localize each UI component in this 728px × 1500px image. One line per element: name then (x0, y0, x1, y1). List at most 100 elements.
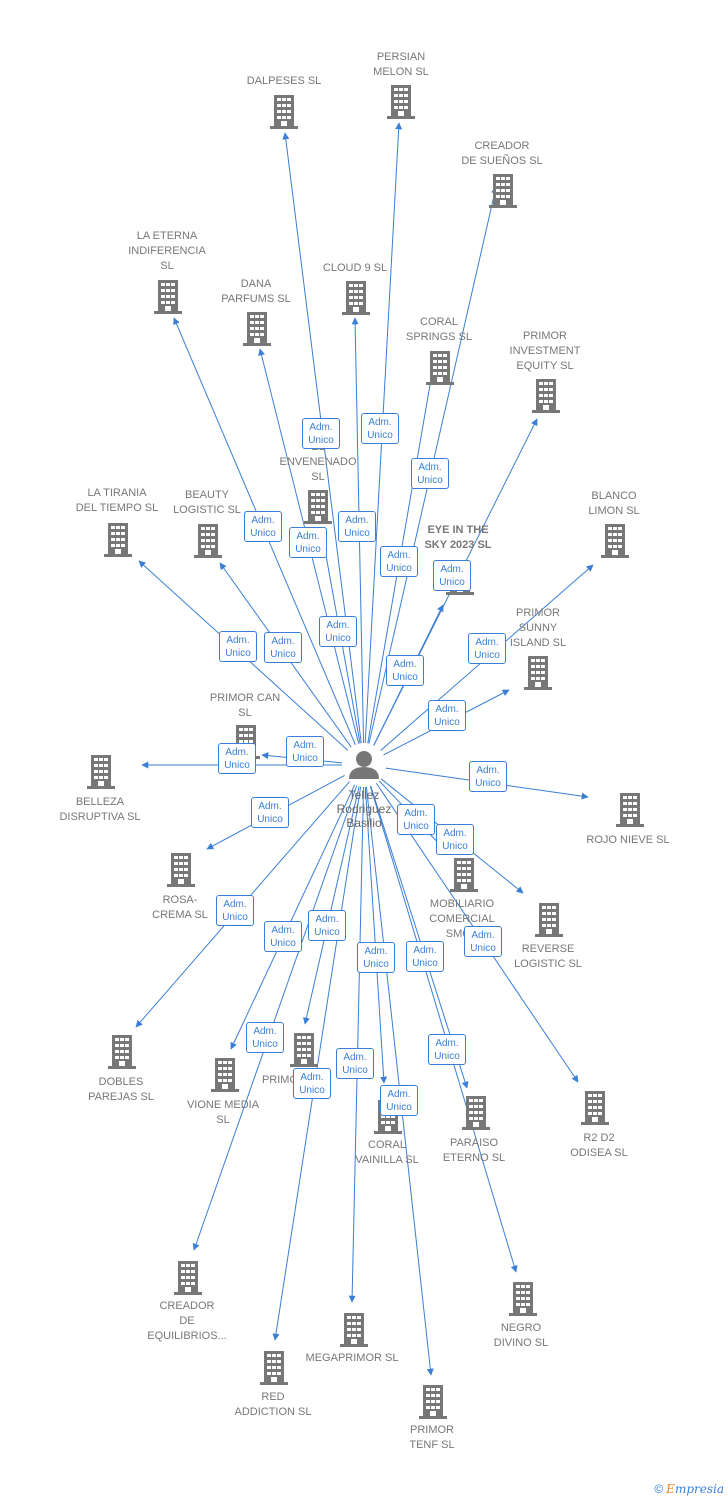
edge-role-tag[interactable]: Adm.Unico (380, 546, 418, 577)
company-label-rosa-crema[interactable]: ROSA-CREMA SL (120, 893, 240, 923)
building-icon[interactable] (509, 1282, 537, 1316)
edge-role-tag[interactable]: Adm.Unico (468, 633, 506, 664)
edge-role-tag[interactable]: Adm.Unico (336, 1048, 374, 1079)
edge-role-tag[interactable]: Adm.Unico (433, 560, 471, 591)
edge-role-tag[interactable]: Adm.Unico (302, 418, 340, 449)
edge-role-line: Adm. (443, 828, 467, 839)
edge-role-tag[interactable]: Adm.Unico (246, 1022, 284, 1053)
building-icon[interactable] (450, 858, 478, 892)
edge-role-line: Adm. (293, 740, 317, 751)
company-label-line: PAREJAS SL (88, 1091, 154, 1103)
edge-role-tag[interactable]: Adm.Unico (386, 655, 424, 686)
building-icon[interactable] (290, 1033, 318, 1067)
building-icon[interactable] (194, 524, 222, 558)
edge-role-tag[interactable]: Adm.Unico (428, 1034, 466, 1065)
edge-role-tag[interactable]: Adm.Unico (436, 824, 474, 855)
edge-role-tag[interactable]: Adm.Unico (244, 511, 282, 542)
edge-role-line: Adm. (271, 925, 295, 936)
edge-role-tag[interactable]: Adm.Unico (308, 910, 346, 941)
edge-vione-media (230, 784, 356, 1050)
edge-role-tag[interactable]: Adm.Unico (469, 761, 507, 792)
building-icon[interactable] (532, 379, 560, 413)
building-icon[interactable] (601, 524, 629, 558)
edge-role-tag[interactable]: Adm.Unico (251, 797, 289, 828)
building-icon[interactable] (87, 755, 115, 789)
person-node[interactable] (349, 751, 379, 779)
edge-role-tag[interactable]: Adm.Unico (286, 736, 324, 767)
edge-role-tag[interactable]: Adm.Unico (397, 804, 435, 835)
company-label-cloud-9[interactable]: CLOUD 9 SL (295, 261, 415, 276)
building-icon[interactable] (419, 1385, 447, 1419)
building-icon[interactable] (260, 1351, 288, 1385)
building-icon[interactable] (167, 853, 195, 887)
edge-role-tag[interactable]: Adm.Unico (218, 743, 256, 774)
building-icon[interactable] (616, 793, 644, 827)
building-icon[interactable] (581, 1091, 609, 1125)
edge-role-tag[interactable]: Adm.Unico (380, 1085, 418, 1116)
company-label-primo[interactable]: PRIMO (220, 1073, 340, 1088)
edge-role-tag[interactable]: Adm.Unico (289, 527, 327, 558)
edge-role-tag[interactable]: Adm.Unico (319, 616, 357, 647)
edge-role-tag[interactable]: Adm.Unico (338, 511, 376, 542)
edge-role-tag[interactable]: Adm.Unico (406, 941, 444, 972)
company-label-dalpeses[interactable]: DALPESES SL (224, 74, 344, 89)
building-icon[interactable] (104, 523, 132, 557)
building-icon[interactable] (524, 656, 552, 690)
company-label-rojo-nieve[interactable]: ROJO NIEVE SL (568, 833, 688, 848)
building-icon[interactable] (489, 174, 517, 208)
edge-role-tag[interactable]: Adm.Unico (264, 632, 302, 663)
edge-role-line: Unico (386, 1102, 412, 1113)
edge-role-tag[interactable]: Adm.Unico (361, 413, 399, 444)
building-icon[interactable] (387, 85, 415, 119)
building-icon[interactable] (340, 1313, 368, 1347)
building-icon[interactable] (270, 95, 298, 129)
edge-role-line: Unico (270, 649, 296, 660)
building-icon[interactable] (174, 1261, 202, 1295)
company-label-line: MEGAPRIMOR SL (305, 1352, 399, 1364)
edge-role-tag[interactable]: Adm.Unico (219, 631, 257, 662)
edge-role-tag[interactable]: Adm.Unico (216, 895, 254, 926)
building-icon[interactable] (304, 490, 332, 524)
building-icon[interactable] (154, 280, 182, 314)
edge-role-line: Adm. (253, 1026, 277, 1037)
edge-role-tag[interactable]: Adm.Unico (464, 926, 502, 957)
company-label-megaprimor[interactable]: MEGAPRIMOR SL (292, 1351, 412, 1366)
edge-role-line: Adm. (476, 765, 500, 776)
building-icon[interactable] (108, 1035, 136, 1069)
building-icon[interactable] (243, 312, 271, 346)
building-icon[interactable] (535, 903, 563, 937)
company-label-line: SL (160, 260, 174, 272)
building-icon[interactable] (426, 351, 454, 385)
edge-role-tag[interactable]: Adm.Unico (428, 700, 466, 731)
edge-role-tag[interactable]: Adm.Unico (264, 921, 302, 952)
building-icon[interactable] (342, 281, 370, 315)
edge-role-tag[interactable]: Adm.Unico (411, 458, 449, 489)
building-icon[interactable] (462, 1096, 490, 1130)
edge-role-tag[interactable]: Adm.Unico (293, 1068, 331, 1099)
edge-role-tag[interactable]: Adm.Unico (357, 942, 395, 973)
